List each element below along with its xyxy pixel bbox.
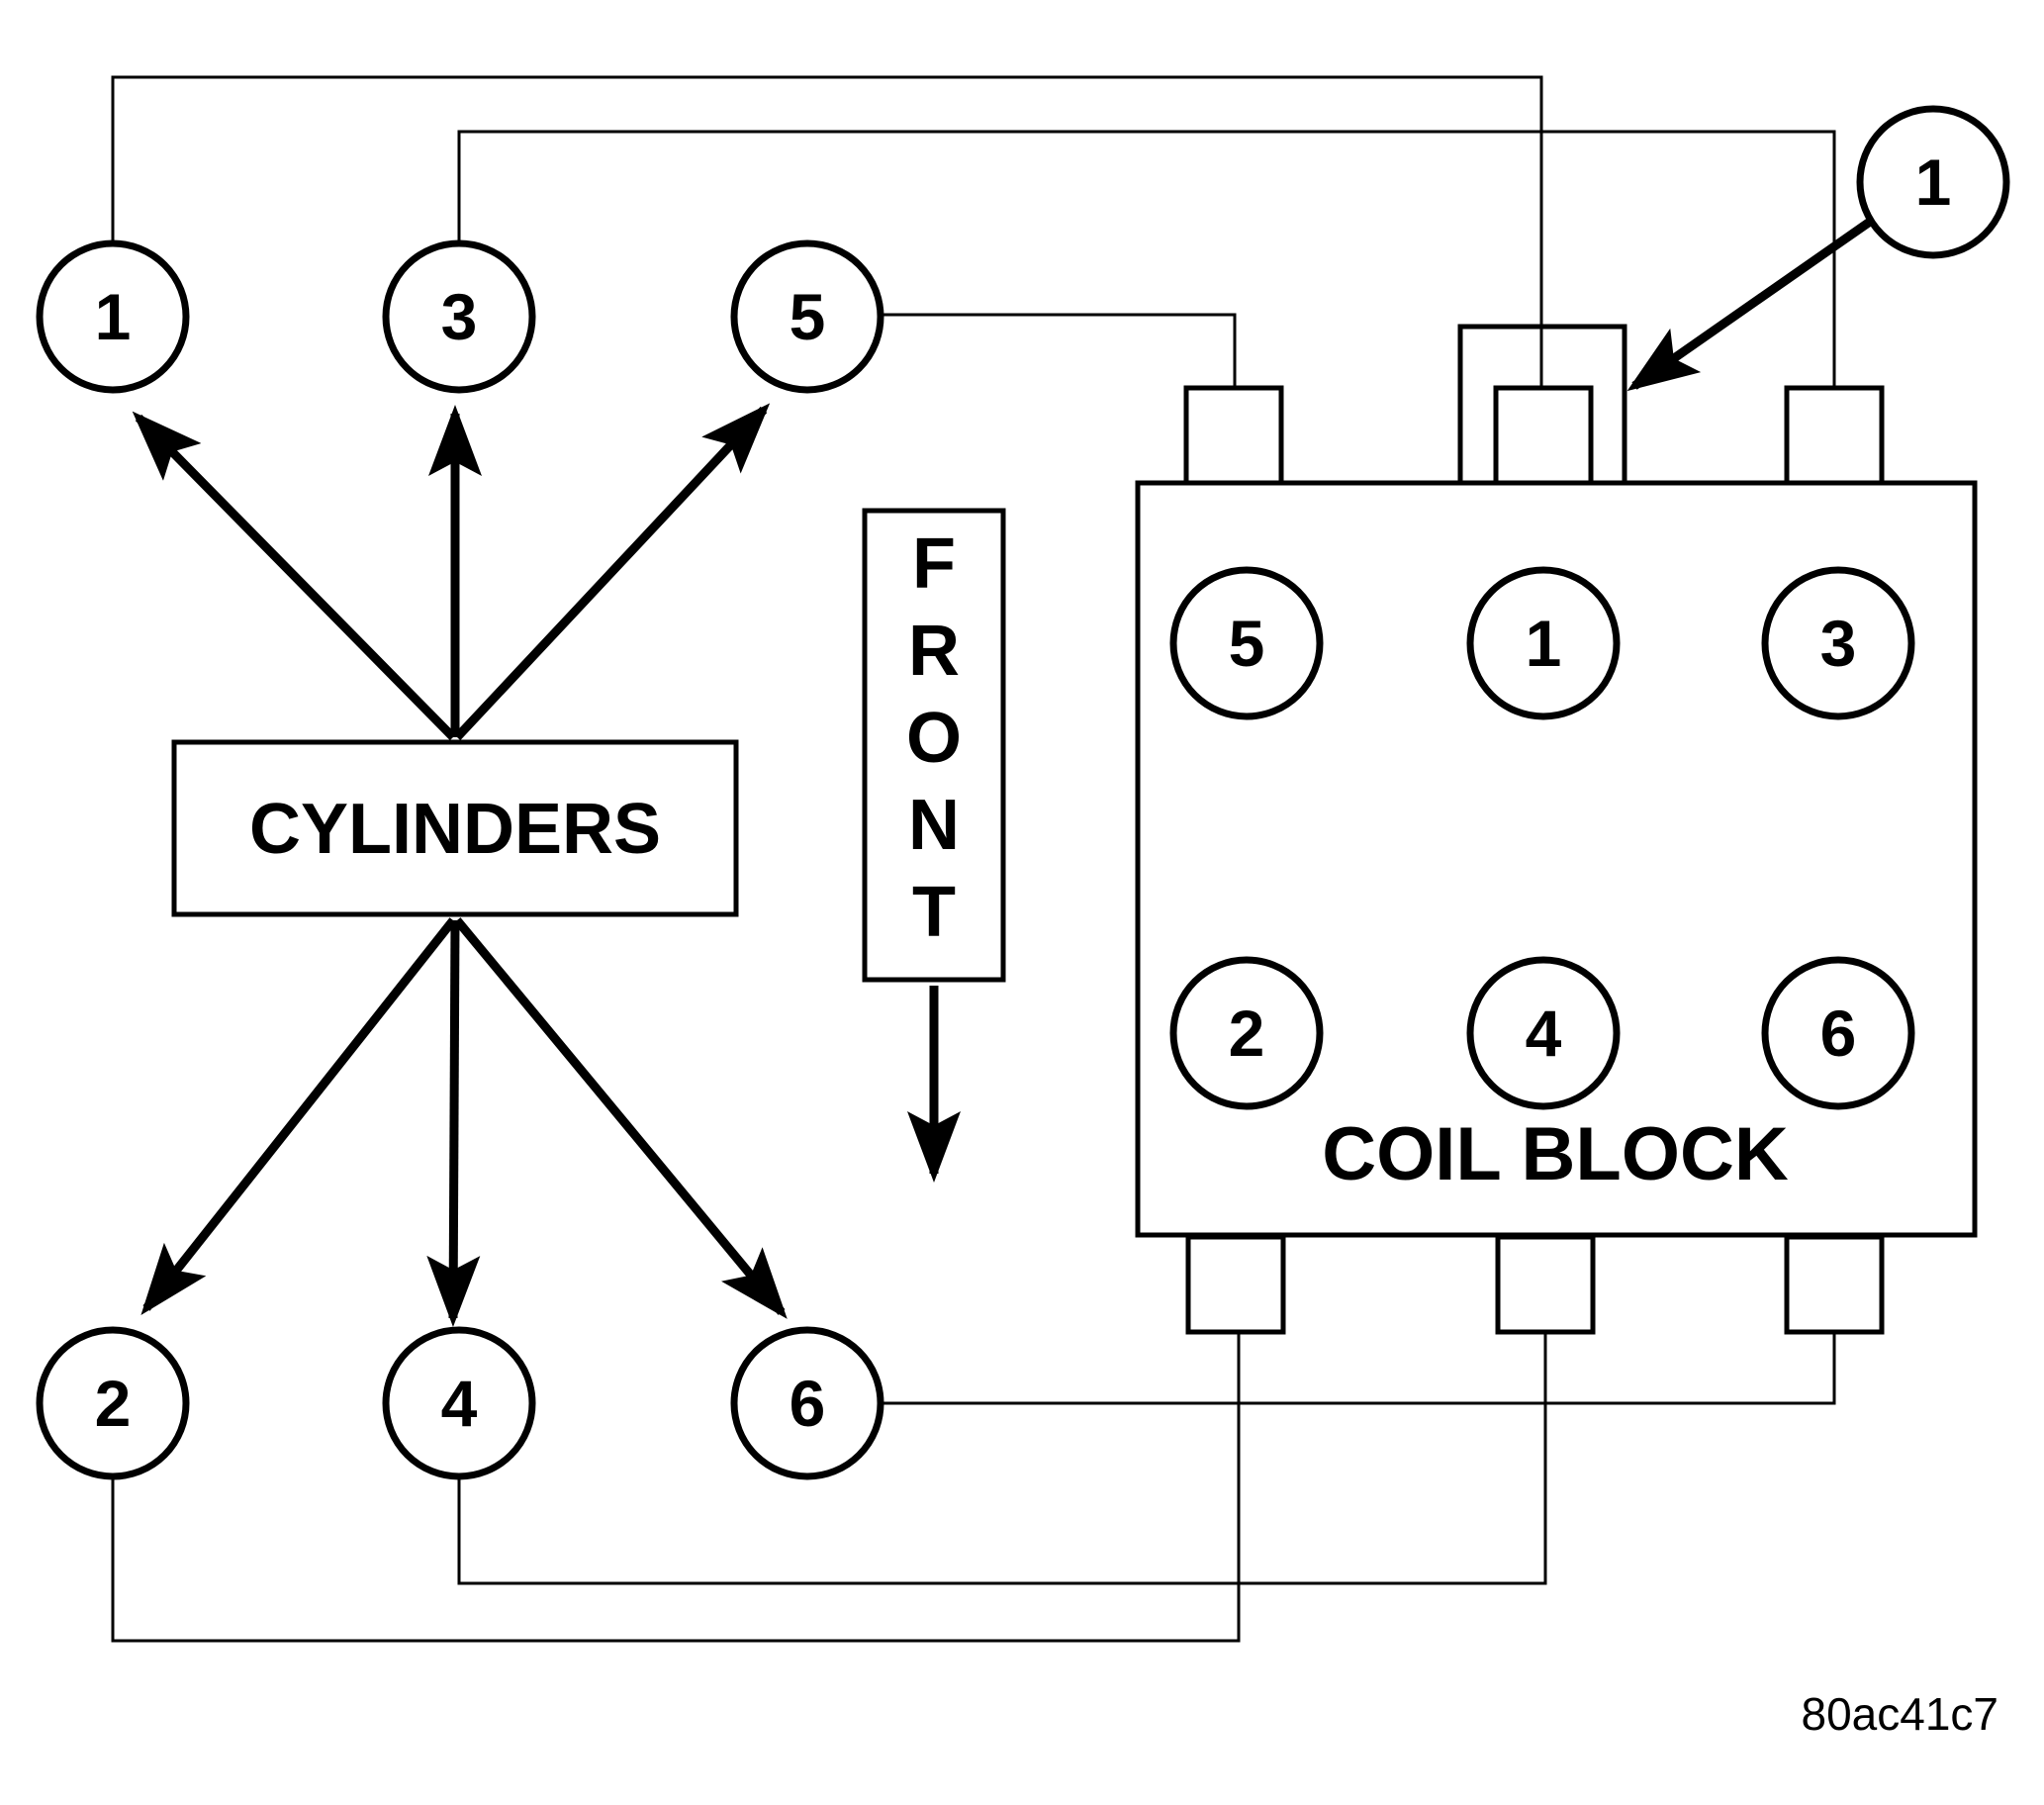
cylinder-4: 4	[382, 1326, 536, 1480]
callout-1: 1	[1626, 105, 2010, 392]
arrow-to-cyl-2	[140, 917, 457, 1316]
coil-block-label: COIL BLOCK	[1322, 1112, 1789, 1196]
arrow-to-cyl-4	[426, 919, 481, 1327]
cylinder-2: 2	[36, 1326, 190, 1480]
svg-text:N: N	[908, 786, 960, 865]
arrow-to-cyl-1	[132, 411, 457, 741]
cylinder-1: 1	[36, 239, 190, 394]
wire-cyl-4	[457, 1332, 1547, 1585]
svg-text:T: T	[912, 873, 956, 952]
front-box	[862, 508, 1006, 983]
cylinders-box	[171, 739, 739, 917]
cylinder-arrows	[132, 403, 788, 1327]
wire-cyl-5	[883, 313, 1237, 388]
svg-text:1: 1	[1915, 145, 1952, 219]
svg-text:2: 2	[1229, 997, 1265, 1070]
arrow-to-cyl-5	[453, 403, 771, 741]
coil-tower-number-3: 3	[1761, 566, 1915, 720]
svg-text:6: 6	[1820, 997, 1857, 1070]
coil-tower-bottom-left	[1185, 1234, 1286, 1335]
figure-code: 80ac41c7	[1802, 1688, 1999, 1740]
coil-tower-top-left	[1183, 385, 1284, 486]
svg-text:1: 1	[95, 280, 132, 353]
cylinders-label: CYLINDERS	[249, 790, 661, 869]
cylinder-5: 5	[730, 239, 884, 394]
svg-text:2: 2	[95, 1367, 132, 1440]
svg-text:4: 4	[441, 1367, 478, 1440]
coil-tower-number-6: 6	[1761, 956, 1915, 1110]
front-label: F R O N T	[906, 524, 962, 952]
coil-tower-top-right	[1784, 385, 1885, 486]
coil-tower-bottom-middle	[1495, 1234, 1596, 1335]
svg-text:4: 4	[1526, 997, 1562, 1070]
coil-tower-number-1: 1	[1466, 566, 1621, 720]
svg-text:1: 1	[1526, 607, 1562, 680]
svg-text:F: F	[912, 524, 956, 604]
svg-text:5: 5	[790, 280, 826, 353]
svg-text:5: 5	[1229, 607, 1265, 680]
coil-tower-bottom-right	[1784, 1234, 1885, 1335]
coil-tower-number-5: 5	[1169, 566, 1324, 720]
cylinder-6: 6	[730, 1326, 884, 1480]
coil-tower-number-4: 4	[1466, 956, 1621, 1110]
svg-text:6: 6	[790, 1367, 826, 1440]
cylinder-3: 3	[382, 239, 536, 394]
wire-cyl-6	[883, 1332, 1836, 1405]
coil-tower-top-middle	[1493, 385, 1594, 486]
wire-cyl-3	[457, 130, 1836, 388]
wiring-lines	[111, 75, 1836, 1643]
svg-text:O: O	[906, 699, 962, 778]
svg-text:3: 3	[441, 280, 478, 353]
svg-text:R: R	[908, 612, 960, 691]
arrow-to-cyl-6	[453, 917, 788, 1319]
callout-1-arrow	[1626, 218, 1873, 392]
svg-text:3: 3	[1820, 607, 1857, 680]
wire-cyl-1	[111, 75, 1543, 388]
coil-tower-number-2: 2	[1169, 956, 1324, 1110]
wire-cyl-2	[111, 1332, 1241, 1643]
